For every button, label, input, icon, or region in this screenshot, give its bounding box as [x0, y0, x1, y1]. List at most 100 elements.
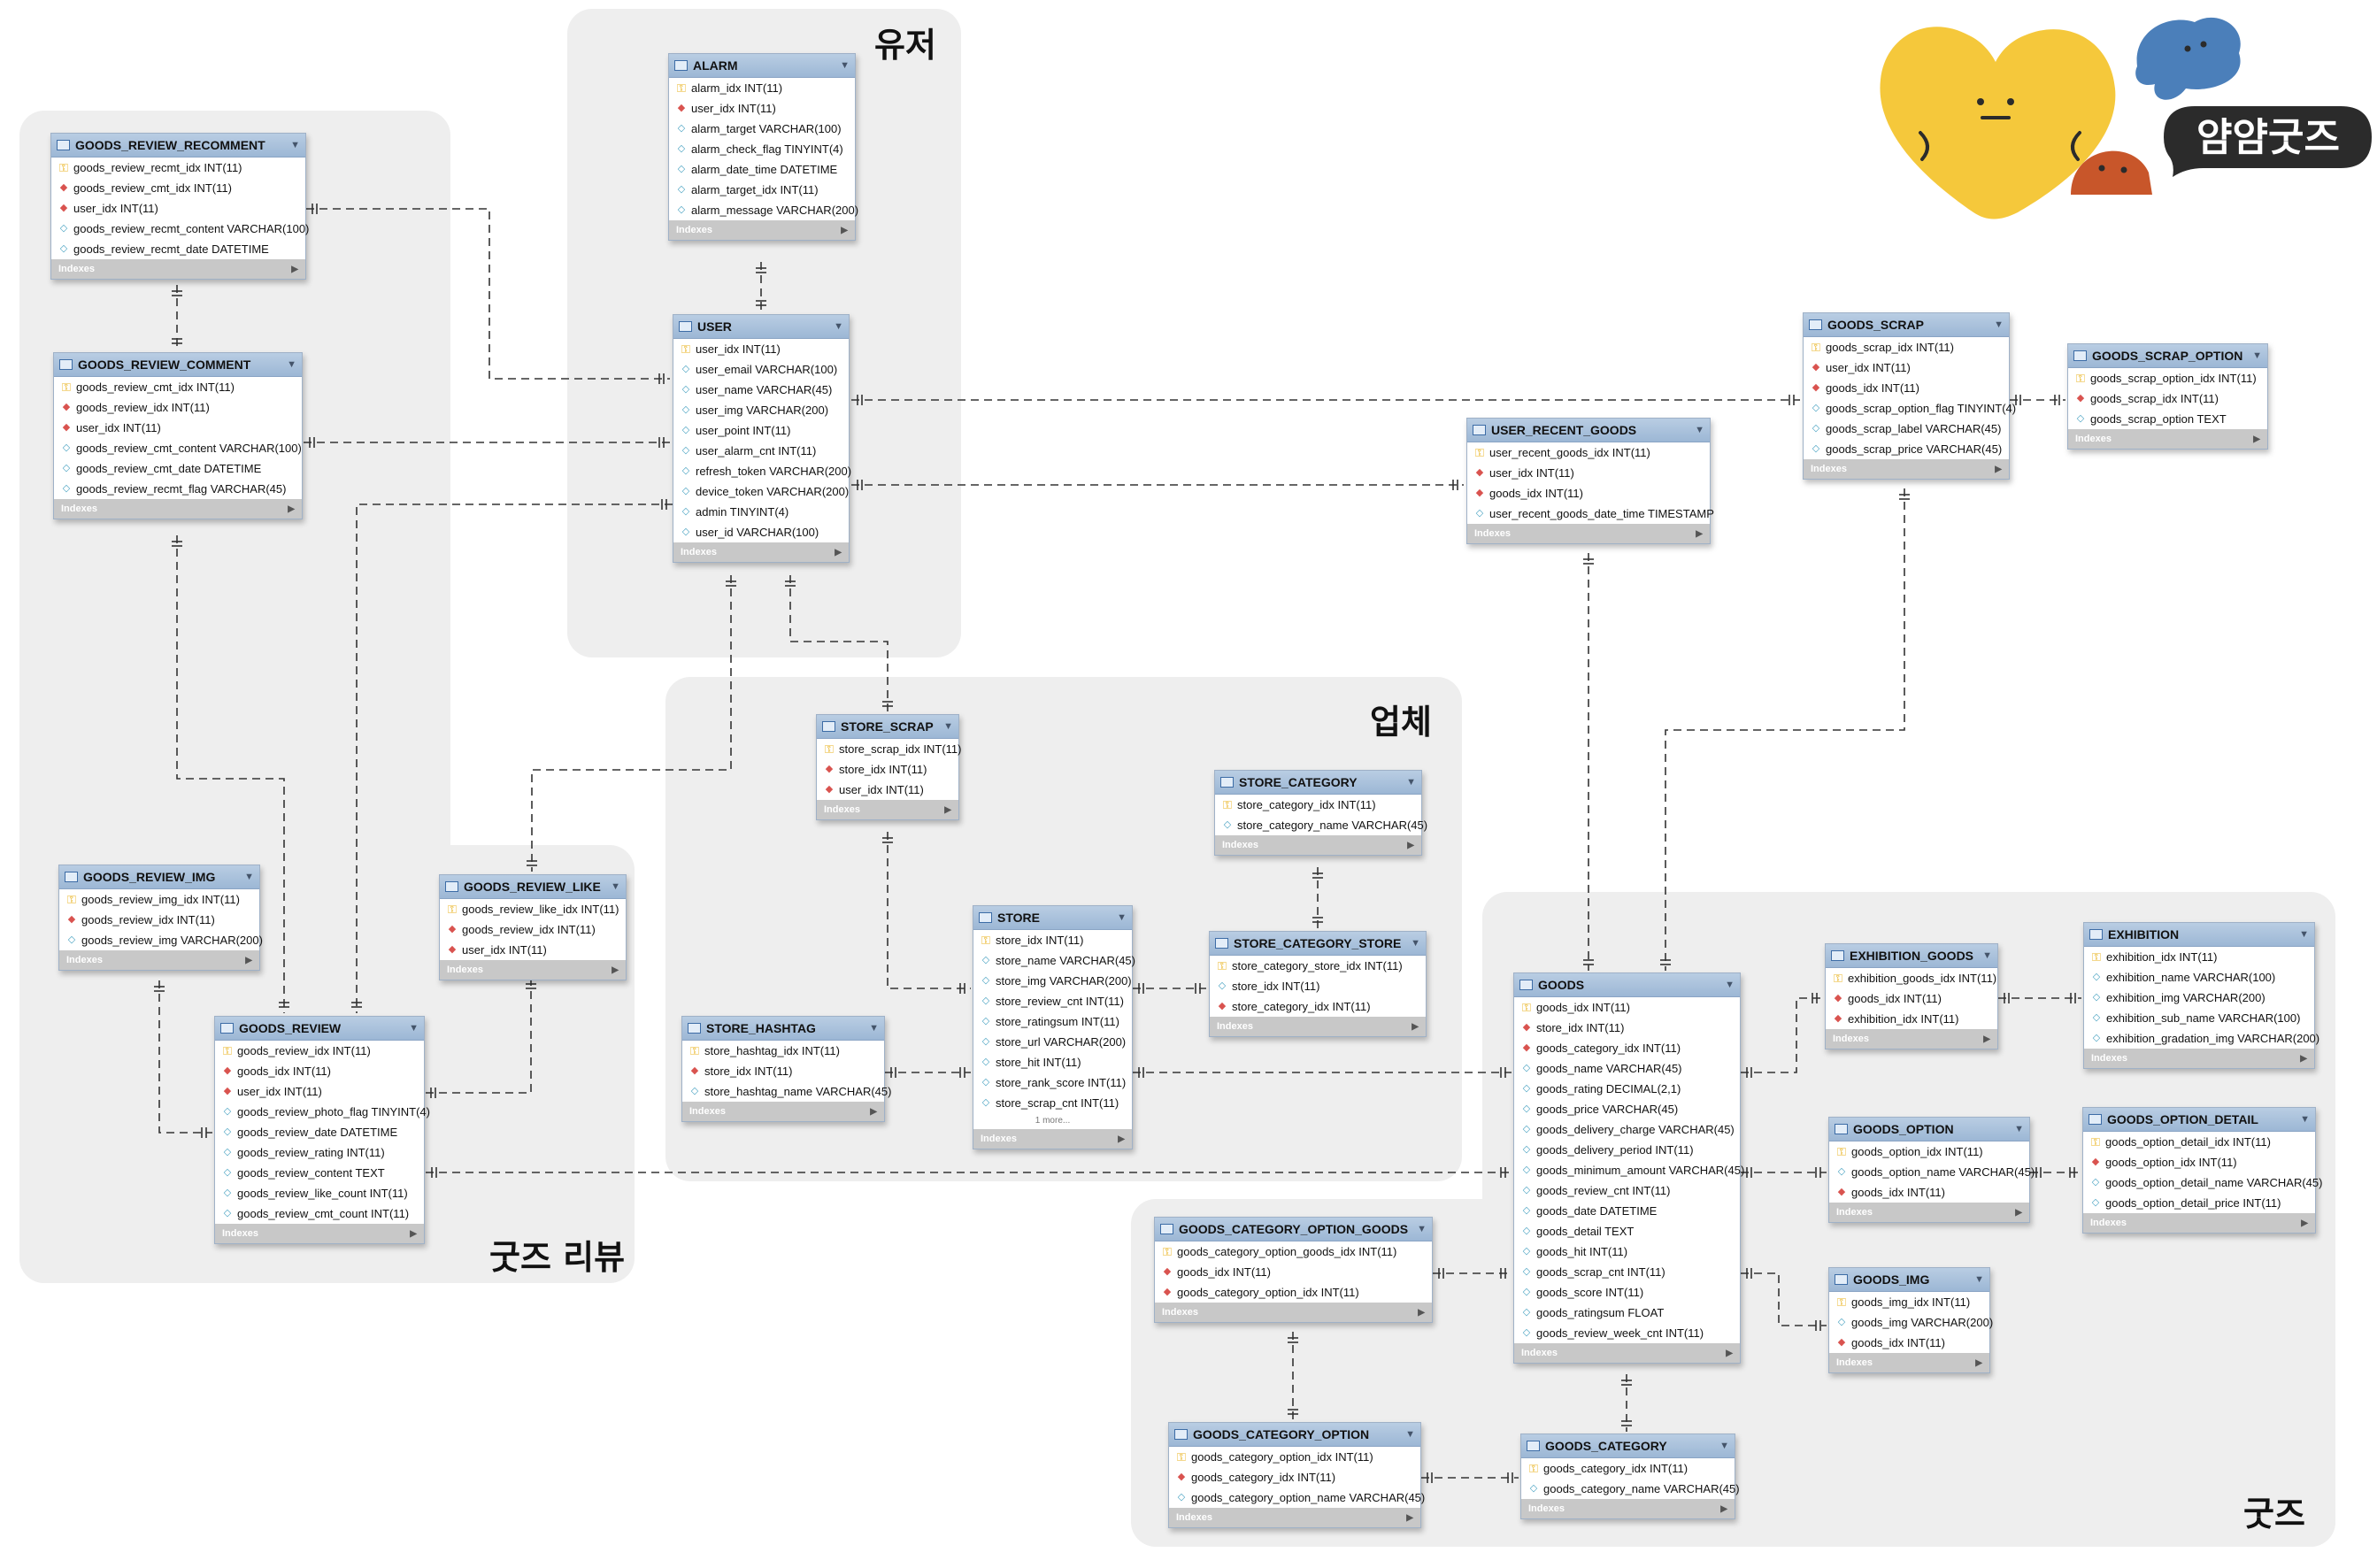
- column-row[interactable]: ◇user_alarm_cnt INT(11): [673, 441, 849, 461]
- expand-arrow-icon[interactable]: ▶: [944, 804, 951, 815]
- indexes-bar[interactable]: Indexes▶: [2083, 1213, 2315, 1233]
- indexes-bar[interactable]: Indexes▶: [669, 220, 855, 240]
- column-row[interactable]: ◆goods_scrap_idx INT(11): [2068, 388, 2267, 409]
- indexes-bar[interactable]: Indexes▶: [215, 1224, 424, 1243]
- column-row[interactable]: ◇goods_date DATETIME: [1514, 1201, 1740, 1221]
- column-row[interactable]: ◇goods_review_cmt_count INT(11): [215, 1203, 424, 1224]
- column-row[interactable]: ⚿goods_category_option_idx INT(11): [1169, 1447, 1420, 1467]
- column-row[interactable]: ◇user_point INT(11): [673, 420, 849, 441]
- column-row[interactable]: ⚿goods_option_detail_idx INT(11): [2083, 1132, 2315, 1152]
- more-columns[interactable]: 1 more...: [1035, 1116, 1071, 1126]
- column-row[interactable]: ◇goods_img VARCHAR(200): [1829, 1312, 1993, 1333]
- collapse-arrow-icon[interactable]: ▼: [2299, 929, 2309, 940]
- column-row[interactable]: ⚿goods_category_option_goods_idx INT(11): [1155, 1241, 1432, 1262]
- table-goods-review-like[interactable]: GOODS_REVIEW_LIKE▼⚿goods_review_like_idx…: [439, 874, 627, 980]
- indexes-bar[interactable]: Indexes▶: [440, 960, 626, 980]
- expand-arrow-icon[interactable]: ▶: [1995, 464, 2002, 474]
- column-row[interactable]: ◆goods_idx INT(11): [1804, 378, 2009, 398]
- table-user-recent-goods[interactable]: USER_RECENT_GOODS▼⚿user_recent_goods_idx…: [1466, 418, 1714, 544]
- column-row[interactable]: ◇goods_name VARCHAR(45): [1514, 1058, 1740, 1079]
- column-row[interactable]: ◆store_category_idx INT(11): [1210, 996, 1426, 1017]
- column-row[interactable]: ◇goods_hit INT(11): [1514, 1241, 1740, 1262]
- table-header[interactable]: GOODS_CATEGORY_OPTION▼: [1169, 1423, 1420, 1447]
- column-row[interactable]: ◇alarm_target_idx INT(11): [669, 180, 855, 200]
- column-row[interactable]: ⚿goods_scrap_idx INT(11): [1804, 337, 2009, 357]
- collapse-arrow-icon[interactable]: ▼: [1405, 1429, 1415, 1440]
- table-header[interactable]: STORE_SCRAP▼: [817, 715, 958, 739]
- table-header[interactable]: GOODS_IMG▼: [1829, 1268, 1989, 1292]
- column-row[interactable]: ◆goods_idx INT(11): [215, 1061, 424, 1081]
- column-row[interactable]: ◇alarm_target VARCHAR(100): [669, 119, 855, 139]
- indexes-bar[interactable]: Indexes▶: [1155, 1303, 1432, 1322]
- table-header[interactable]: GOODS_REVIEW_IMG▼: [59, 865, 259, 889]
- table-header[interactable]: EXHIBITION▼: [2084, 923, 2314, 947]
- indexes-bar[interactable]: Indexes▶: [1521, 1499, 1735, 1518]
- expand-arrow-icon[interactable]: ▶: [612, 965, 619, 975]
- table-exhibition-goods[interactable]: EXHIBITION_GOODS▼⚿exhibition_goods_idx I…: [1825, 943, 1998, 1049]
- expand-arrow-icon[interactable]: ▶: [870, 1106, 877, 1117]
- expand-arrow-icon[interactable]: ▶: [1418, 1307, 1425, 1318]
- column-row[interactable]: ◆store_idx INT(11): [1514, 1018, 1740, 1038]
- column-row[interactable]: ⚿goods_scrap_option_idx INT(11): [2068, 368, 2267, 388]
- column-row[interactable]: ◇goods_option_detail_price INT(11): [2083, 1193, 2315, 1213]
- column-row[interactable]: ◆goods_category_idx INT(11): [1169, 1467, 1420, 1487]
- table-alarm[interactable]: ALARM▼⚿alarm_idx INT(11)◆user_idx INT(11…: [668, 53, 858, 241]
- expand-arrow-icon[interactable]: ▶: [2015, 1207, 2022, 1218]
- indexes-bar[interactable]: Indexes▶: [973, 1129, 1132, 1149]
- table-header[interactable]: GOODS_SCRAP_OPTION▼: [2068, 344, 2267, 368]
- expand-arrow-icon[interactable]: ▶: [1118, 1134, 1125, 1144]
- column-row[interactable]: ⚿goods_review_cmt_idx INT(11): [54, 377, 302, 397]
- expand-arrow-icon[interactable]: ▶: [1726, 1348, 1733, 1358]
- table-store[interactable]: STORE▼⚿store_idx INT(11)◇store_name VARC…: [973, 905, 1135, 1149]
- indexes-bar[interactable]: Indexes▶: [1514, 1343, 1740, 1363]
- column-row[interactable]: ◆user_idx INT(11): [669, 98, 855, 119]
- collapse-arrow-icon[interactable]: ▼: [1406, 777, 1416, 788]
- indexes-bar[interactable]: Indexes▶: [817, 800, 958, 819]
- column-row[interactable]: ◇alarm_message VARCHAR(200): [669, 200, 858, 220]
- table-store-category-store[interactable]: STORE_CATEGORY_STORE▼⚿store_category_sto…: [1209, 931, 1427, 1037]
- column-row[interactable]: ◇store_category_name VARCHAR(45): [1215, 815, 1427, 835]
- collapse-arrow-icon[interactable]: ▼: [1994, 319, 2004, 330]
- column-row[interactable]: ◇goods_ratingsum FLOAT: [1514, 1303, 1740, 1323]
- indexes-bar[interactable]: Indexes▶: [682, 1102, 884, 1121]
- column-row[interactable]: ◇store_hashtag_name VARCHAR(45): [682, 1081, 892, 1102]
- column-row[interactable]: ◆goods_idx INT(11): [1829, 1182, 2029, 1203]
- indexes-bar[interactable]: Indexes▶: [1829, 1353, 1989, 1372]
- column-row[interactable]: ◇goods_review_photo_flag TINYINT(4): [215, 1102, 430, 1122]
- column-row[interactable]: ◇goods_rating DECIMAL(2,1): [1514, 1079, 1740, 1099]
- column-row[interactable]: ◇goods_price VARCHAR(45): [1514, 1099, 1740, 1119]
- column-row[interactable]: ◇goods_scrap_label VARCHAR(45): [1804, 419, 2009, 439]
- column-row[interactable]: ◆user_idx INT(11): [1804, 357, 2009, 378]
- collapse-arrow-icon[interactable]: ▼: [1411, 938, 1420, 949]
- table-header[interactable]: GOODS_REVIEW_RECOMMENT▼: [51, 134, 305, 158]
- column-row[interactable]: ◆goods_review_idx INT(11): [59, 910, 259, 930]
- indexes-bar[interactable]: Indexes▶: [1467, 524, 1710, 543]
- column-row[interactable]: ◇goods_scrap_cnt INT(11): [1514, 1262, 1740, 1282]
- table-header[interactable]: GOODS_SCRAP▼: [1804, 313, 2009, 337]
- table-header[interactable]: GOODS▼: [1514, 973, 1740, 997]
- column-row[interactable]: ◇exhibition_name VARCHAR(100): [2084, 967, 2314, 988]
- collapse-arrow-icon[interactable]: ▼: [840, 60, 850, 71]
- column-row[interactable]: ◇goods_review_recmt_date DATETIME: [51, 239, 305, 259]
- column-row[interactable]: ◇goods_category_option_name VARCHAR(45): [1169, 1487, 1425, 1508]
- collapse-arrow-icon[interactable]: ▼: [611, 881, 620, 892]
- table-goods-category-option[interactable]: GOODS_CATEGORY_OPTION▼⚿goods_category_op…: [1168, 1422, 1425, 1528]
- column-row[interactable]: ⚿goods_review_img_idx INT(11): [59, 889, 259, 910]
- column-row[interactable]: ◆goods_review_idx INT(11): [440, 919, 626, 940]
- column-row[interactable]: ◇goods_scrap_option TEXT: [2068, 409, 2267, 429]
- table-goods-review-recomment[interactable]: GOODS_REVIEW_RECOMMENT▼⚿goods_review_rec…: [50, 133, 309, 280]
- column-row[interactable]: ◇goods_option_name VARCHAR(45): [1829, 1162, 2035, 1182]
- collapse-arrow-icon[interactable]: ▼: [943, 721, 953, 732]
- column-row[interactable]: ◆goods_idx INT(11): [1467, 483, 1710, 503]
- column-row[interactable]: ⚿store_hashtag_idx INT(11): [682, 1041, 884, 1061]
- table-header[interactable]: STORE_CATEGORY▼: [1215, 771, 1421, 795]
- table-header[interactable]: GOODS_OPTION▼: [1829, 1118, 2029, 1141]
- table-user[interactable]: USER▼⚿user_idx INT(11)◇user_email VARCHA…: [673, 314, 851, 563]
- expand-arrow-icon[interactable]: ▶: [1975, 1357, 1982, 1368]
- column-row[interactable]: ◇alarm_date_time DATETIME: [669, 159, 855, 180]
- column-row[interactable]: ◇goods_delivery_period INT(11): [1514, 1140, 1740, 1160]
- table-header[interactable]: EXHIBITION_GOODS▼: [1826, 944, 1997, 968]
- indexes-bar[interactable]: Indexes▶: [1215, 835, 1421, 855]
- column-row[interactable]: ◆goods_category_idx INT(11): [1514, 1038, 1740, 1058]
- column-row[interactable]: ◇store_scrap_cnt INT(11): [973, 1093, 1132, 1113]
